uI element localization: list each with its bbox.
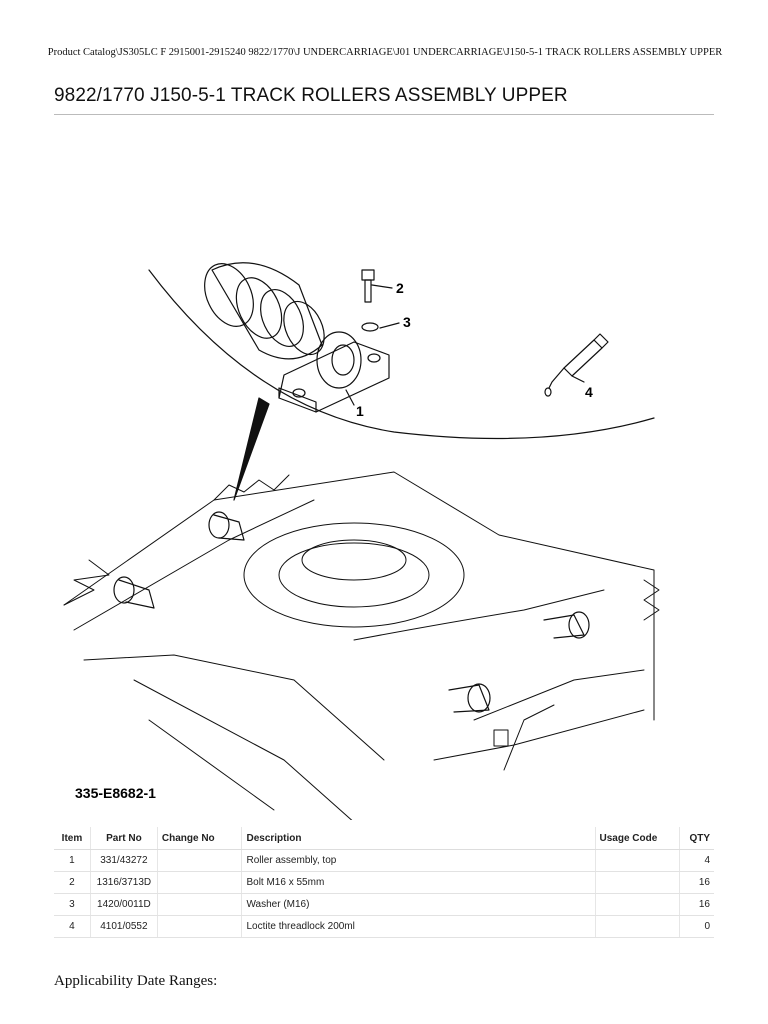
header-description: Description [241,827,596,850]
cell-description: Bolt M16 x 55mm [241,871,596,894]
undercarriage-frame-drawing [63,471,660,820]
cell-item: 2 [54,871,91,894]
cell-item: 4 [54,915,91,938]
callout-2: 2 [396,280,404,296]
parts-table: Item Part No Change No Description Usage… [54,827,714,938]
header-change-no: Change No [157,827,243,850]
cell-usage-code [595,871,681,894]
applicability-date-ranges-label: Applicability Date Ranges: [54,973,218,989]
cell-qty: 4 [679,849,714,872]
frame-roller-front-left [208,511,245,541]
table-row: 1 331/43272 Roller assembly, top 4 [54,849,714,872]
frame-roller-right [543,611,590,639]
cell-item: 1 [54,849,91,872]
cell-change-no [157,849,243,872]
detail-arc [148,269,655,440]
cell-description: Roller assembly, top [241,849,596,872]
washer-drawing [361,322,379,332]
header-part-no: Part No [90,827,158,850]
loctite-tube-drawing [544,333,609,397]
cell-change-no [157,893,243,916]
cell-change-no [157,871,243,894]
cell-usage-code [595,893,681,916]
header-qty: QTY [679,827,714,850]
cell-usage-code [595,915,681,938]
bolt-drawing [361,269,375,303]
header-item: Item [54,827,91,850]
table-row: 4 4101/0552 Loctite threadlock 200ml 0 [54,915,714,938]
cell-change-no [157,915,243,938]
breadcrumb: Product Catalog\JS305LC F 2915001-291524… [47,47,723,58]
drawing-number: 335-E8682-1 [75,785,156,801]
cell-item: 3 [54,893,91,916]
cell-qty: 16 [679,871,714,894]
diagram-svg: 2 3 1 4 335-E8682-1 [63,262,660,820]
page-title: 9822/1770 J150-5-1 TRACK ROLLERS ASSEMBL… [54,85,568,106]
frame-roller-left [113,576,155,609]
roller-assembly-drawing [204,262,390,413]
cell-description: Washer (M16) [241,893,596,916]
cell-part-no: 1316/3713D [90,871,158,894]
cell-part-no: 331/43272 [90,849,158,872]
table-row: 2 1316/3713D Bolt M16 x 55mm 16 [54,871,714,894]
header-usage-code: Usage Code [595,827,681,850]
detail-pointer [233,397,270,501]
cell-part-no: 4101/0552 [90,915,158,938]
exploded-parts-diagram: 2 3 1 4 335-E8682-1 [54,120,714,820]
table-header-row: Item Part No Change No Description Usage… [54,827,714,850]
callout-4: 4 [585,384,593,400]
callout-3: 3 [403,314,411,330]
cell-usage-code [595,849,681,872]
frame-roller-right-lower [448,683,491,713]
cell-qty: 16 [679,893,714,916]
callout-1: 1 [356,403,364,419]
cell-description: Loctite threadlock 200ml [241,915,596,938]
table-row: 3 1420/0011D Washer (M16) 16 [54,893,714,916]
cell-part-no: 1420/0011D [90,893,158,916]
title-divider [54,114,714,115]
cell-qty: 0 [679,915,714,938]
